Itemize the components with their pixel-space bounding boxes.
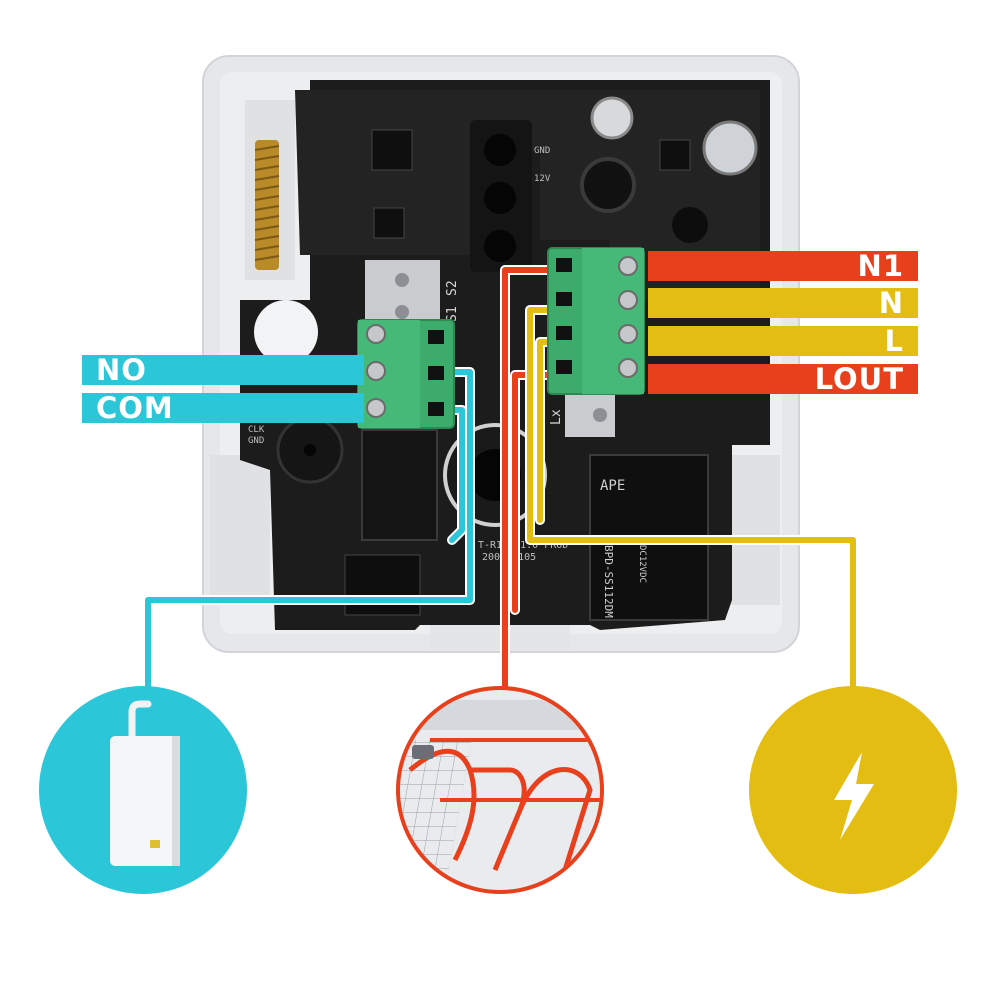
terminal-s1-label: S1: [445, 306, 460, 322]
label-n1-text: N1: [857, 249, 904, 283]
terminal-screw: [618, 290, 638, 310]
label-no-text: NO: [96, 353, 147, 387]
terminal-screw: [366, 361, 386, 381]
boiler-icon: [110, 700, 180, 866]
wire-n: [527, 307, 856, 693]
capacitor: [702, 120, 758, 176]
terminal-screw: [366, 324, 386, 344]
capacitor: [672, 207, 708, 243]
inductor: [580, 157, 636, 213]
label-l: L: [648, 326, 918, 356]
lightning-bolt-icon: [834, 752, 874, 840]
terminal-screw: [618, 324, 638, 344]
terminal-block-left: [357, 319, 455, 429]
capacitor: [590, 96, 634, 140]
label-lout: LOUT: [648, 364, 918, 394]
relay-voltage: DC12VDC: [637, 545, 647, 583]
power-circle: [749, 686, 957, 894]
label-com: COM: [82, 393, 364, 423]
terminal-screw: [366, 398, 386, 418]
terminal-s2-label: S2: [445, 280, 460, 296]
terminal-block-right: [547, 247, 645, 395]
terminal-screw: [618, 358, 638, 378]
label-l-text: L: [884, 324, 904, 358]
label-n-text: N: [878, 286, 904, 320]
floor-heating-circle: [396, 686, 604, 894]
wire-no: [145, 369, 473, 693]
mount-hole: [254, 300, 318, 364]
board-id: T-R19-V1.0 PROD: [478, 540, 568, 551]
signal-relay: [361, 429, 438, 541]
label-com-text: COM: [96, 391, 174, 425]
marking-gnd: GND: [534, 146, 550, 156]
ic-chip: [344, 554, 421, 616]
floor-heating-icon: [400, 690, 600, 890]
label-lout-text: LOUT: [814, 362, 904, 396]
label-n1: N1: [648, 251, 918, 281]
label-no: NO: [82, 355, 364, 385]
terminal-screw: [618, 256, 638, 276]
lx-label: Lx: [549, 409, 564, 425]
boiler-circle: [39, 686, 247, 894]
marking-gnd-2: GND: [248, 436, 264, 446]
relay-model: BPD-SS112DM: [602, 545, 615, 618]
relay-brand: APE: [600, 478, 625, 494]
marking-12v: 12V: [534, 174, 551, 184]
marking-clk: CLK: [248, 425, 265, 435]
antenna-coil: [254, 140, 280, 270]
wire-n1: [502, 267, 563, 693]
label-n: N: [648, 288, 918, 318]
